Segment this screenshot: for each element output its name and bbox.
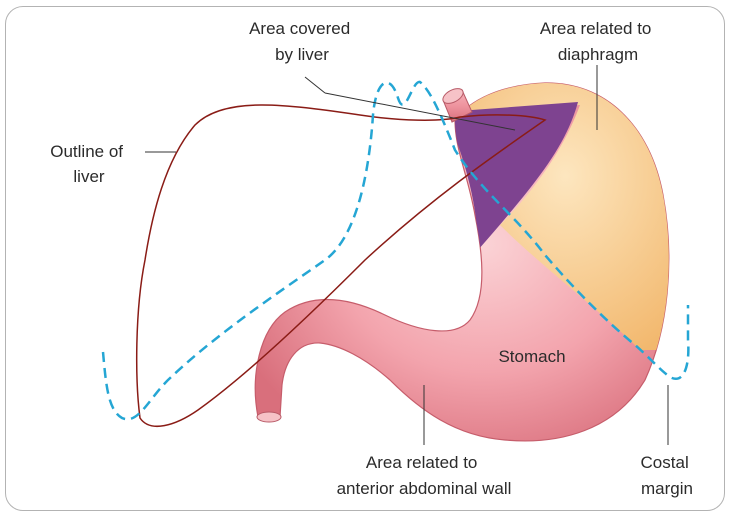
label-outline-of-liver: Outline of liver bbox=[50, 142, 128, 186]
label-area-related-to-diaphragm: Area related to diaphragm bbox=[540, 19, 656, 64]
label-area-covered-line1: Area covered bbox=[249, 19, 350, 38]
label-anterior-wall-line2: anterior abdominal wall bbox=[337, 479, 512, 498]
label-stomach: Stomach bbox=[498, 347, 565, 366]
label-costal-line2: margin bbox=[641, 479, 693, 498]
label-costal-margin: Costal margin bbox=[641, 453, 694, 498]
label-diaphragm-line2: diaphragm bbox=[558, 45, 638, 64]
leader-area-covered-by-liver bbox=[305, 77, 325, 93]
label-outline-line2: liver bbox=[73, 167, 105, 186]
label-costal-line1: Costal bbox=[641, 453, 689, 472]
label-area-covered-line2: by liver bbox=[275, 45, 329, 64]
label-area-covered-by-liver: Area covered by liver bbox=[249, 19, 355, 64]
duodenum-opening bbox=[257, 412, 281, 422]
label-anterior-wall-line1: Area related to bbox=[366, 453, 478, 472]
stomach bbox=[255, 60, 700, 441]
label-diaphragm-line1: Area related to bbox=[540, 19, 652, 38]
label-outline-line1: Outline of bbox=[50, 142, 123, 161]
label-area-related-to-anterior-abdominal-wall: Area related to anterior abdominal wall bbox=[337, 453, 512, 498]
